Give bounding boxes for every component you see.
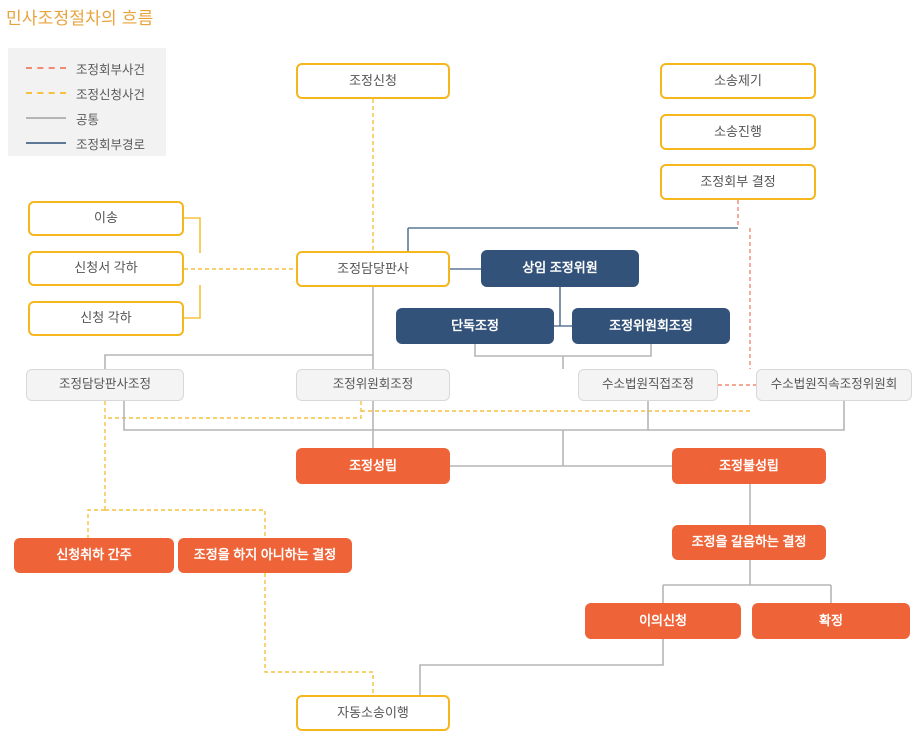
legend-item-label: 조정회부경로	[76, 137, 146, 152]
connector-gray2-down-yellow	[105, 401, 362, 419]
connector-gray-bus-top-left	[104, 354, 373, 369]
legend-item-label: 조정신청사건	[76, 87, 146, 102]
legend-item-3: 조정회부경로	[26, 131, 145, 155]
legend-item-2: 공통	[26, 106, 99, 130]
connector-gakha-stub	[184, 285, 201, 319]
node-jadong-sosong-ihaeng[interactable]: 자동소송이행	[296, 695, 450, 731]
node-sangim-jojeong-wiwon[interactable]: 상임 조정위원	[481, 250, 639, 287]
legend-item-1: 조정신청사건	[26, 81, 145, 105]
node-jojeong-seongnip[interactable]: 조정성립	[296, 448, 450, 484]
connector-yellow-split-bottom-right	[105, 509, 266, 538]
legend-line-swatch	[26, 142, 66, 144]
page-title: 민사조정절차의 흐름	[6, 9, 154, 28]
connector-gray1-down-common	[123, 401, 373, 431]
node-sincheong-chwiha-ganju[interactable]: 신청취하 간주	[14, 538, 174, 573]
legend-item-label: 공통	[76, 112, 100, 127]
node-sosong-jegi[interactable]: 소송제기	[660, 63, 816, 99]
node-susobeobwon-jiksok-jojeong-wiwonhoe[interactable]: 수소법원직속조정위원회	[756, 369, 912, 401]
node-jojeong-hoebu-gyeoljeong[interactable]: 조정회부 결정	[660, 164, 816, 200]
legend-item-0: 조정회부사건	[26, 56, 145, 80]
node-sincheongseo-gakha[interactable]: 신청서 각하	[28, 251, 184, 286]
legend-line-swatch	[26, 117, 66, 119]
connector-navy-pair-join	[474, 344, 652, 357]
node-susobeobwon-jikjeop-jojeong[interactable]: 수소법원직접조정	[578, 369, 718, 401]
connector-gray4-down-common	[648, 401, 845, 431]
node-jojeong-sincheong[interactable]: 조정신청	[296, 63, 450, 99]
legend-line-swatch	[26, 67, 66, 69]
connector-isong-stub	[184, 217, 201, 253]
node-jojeong-bulseongnip[interactable]: 조정불성립	[672, 448, 826, 484]
legend-line-swatch	[26, 92, 66, 94]
node-danok-jojeong[interactable]: 단독조정	[396, 308, 554, 344]
node-sosong-jinhaeng[interactable]: 소송진행	[660, 114, 816, 150]
node-jojeong-haji-anihaneun-gyeoljeong[interactable]: 조정을 하지 아니하는 결정	[178, 538, 352, 573]
node-hwakjeong[interactable]: 확정	[752, 603, 910, 639]
node-jojeong-wiwonhoe-jojeong-gray[interactable]: 조정위원회조정	[296, 369, 450, 401]
node-jojeong-damdang-pansa[interactable]: 조정담당판사	[296, 251, 450, 287]
node-iui-sincheong[interactable]: 이의신청	[585, 603, 741, 639]
connector-yellow-split-bottom	[87, 509, 105, 538]
node-sincheong-gakha[interactable]: 신청 각하	[28, 301, 184, 336]
node-jojeong-garumhaneun-gyeoljeong[interactable]: 조정을 갈음하는 결정	[672, 525, 826, 560]
connector-iui-to-jadong	[419, 639, 664, 695]
node-isong[interactable]: 이송	[28, 201, 184, 236]
connector-haji-ani-down	[264, 573, 374, 695]
legend-item-label: 조정회부사건	[76, 62, 146, 77]
connector-gray3-down-common	[373, 401, 649, 431]
node-jojeong-damdang-pansa-jojeong[interactable]: 조정담당판사조정	[26, 369, 184, 401]
node-jojeong-wiwonhoe-jojeong-navy[interactable]: 조정위원회조정	[572, 308, 730, 344]
